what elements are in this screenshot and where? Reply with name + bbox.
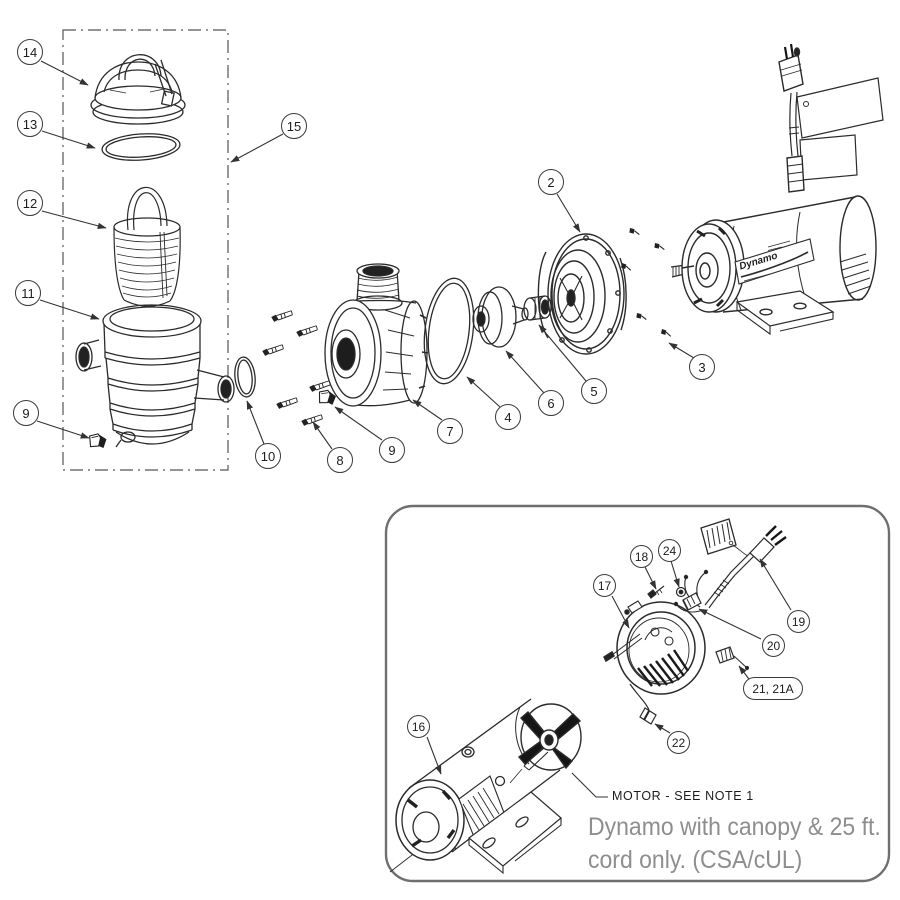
strainer-pot-drawing	[75, 304, 235, 448]
leader-20	[698, 608, 762, 640]
callout-21-21a: 21, 21A	[743, 677, 803, 700]
strainer-assembly-boundary-box	[62, 29, 229, 471]
callout-10: 10	[255, 443, 281, 469]
callout-6: 6	[538, 390, 564, 416]
inset-caption-line2: cord only. (CSA/cUL)	[588, 846, 803, 874]
wire-connector-drawing	[629, 683, 657, 725]
shaft-seal-drawing	[523, 295, 552, 321]
pump-housing-drawing	[324, 263, 429, 407]
inset-motor-drawing	[389, 698, 562, 875]
leader-6	[505, 350, 545, 394]
nut-drawing	[675, 586, 687, 598]
motor-note-label: MOTOR - SEE NOTE 1	[612, 789, 754, 803]
leader-9-left	[36, 420, 90, 439]
leader-10	[246, 400, 265, 445]
leader-motor-note	[571, 772, 608, 798]
inset-canopy-drawing	[603, 600, 706, 695]
motor-drawing	[681, 43, 884, 336]
housing-oring-drawing	[423, 277, 475, 385]
leader-2	[556, 193, 581, 233]
leader-13	[41, 130, 96, 149]
cord-clamp-drawing	[682, 592, 702, 611]
leader-7	[412, 399, 443, 421]
canopy-screw-drawing	[647, 585, 665, 599]
callout-20: 20	[762, 634, 785, 657]
lid-drawing	[90, 54, 186, 125]
callout-24: 24	[658, 539, 681, 562]
leader-19	[759, 558, 792, 611]
motor-bolts-drawing	[619, 226, 673, 339]
leader-11	[39, 299, 100, 320]
lid-oring-drawing	[101, 133, 181, 161]
leader-lines	[36, 60, 792, 798]
callout-22: 22	[667, 731, 690, 754]
leader-3	[668, 342, 695, 359]
callout-7: 7	[437, 418, 463, 444]
leader-14	[40, 60, 89, 86]
callout-15: 15	[281, 113, 307, 139]
leader-8	[312, 421, 333, 450]
callout-16: 16	[407, 715, 430, 738]
callout-13: 13	[17, 111, 43, 137]
callout-14: 14	[17, 39, 43, 65]
callout-11: 11	[15, 280, 41, 306]
leader-9-mid	[334, 406, 383, 441]
small-oring-drawing	[234, 356, 256, 398]
housing-bolts-drawing	[261, 310, 332, 427]
leader-4	[466, 376, 501, 408]
inset-small-parts-drawing	[629, 585, 750, 725]
drain-plug-left-drawing	[88, 432, 108, 449]
impeller-drawing	[472, 286, 529, 348]
strain-relief-drawing	[715, 646, 750, 671]
callout-17: 17	[593, 574, 616, 597]
leader-18	[644, 566, 657, 590]
callout-19: 19	[787, 610, 810, 633]
leader-5	[538, 324, 587, 382]
motor-tag-2	[799, 134, 858, 181]
callout-2: 2	[538, 169, 564, 195]
inset-caption: Dynamo with canopy & 25 ft. cord only. (…	[588, 811, 881, 877]
callout-9-left: 9	[13, 400, 39, 426]
callout-4: 4	[495, 404, 521, 430]
leader-17	[611, 595, 630, 629]
leader-15	[230, 133, 284, 163]
leader-12	[41, 210, 107, 229]
seal-plate-drawing	[537, 233, 627, 355]
leader-21	[738, 665, 750, 680]
inset-fan-drawing	[509, 703, 582, 784]
inset-caption-line1: Dynamo with canopy & 25 ft.	[588, 813, 881, 841]
callout-18: 18	[630, 545, 653, 568]
callout-12: 12	[17, 190, 43, 216]
leader-22	[654, 723, 671, 734]
strainer-basket-drawing	[113, 186, 181, 307]
motor-tag-1	[796, 77, 884, 139]
leader-24	[670, 560, 680, 588]
inset-box	[384, 504, 891, 883]
callout-5: 5	[581, 378, 607, 404]
callout-3: 3	[689, 354, 715, 380]
leader-16	[426, 736, 442, 775]
power-cord-drawing	[778, 43, 805, 193]
inset-cord-drawing	[673, 518, 787, 613]
callout-8: 8	[327, 447, 353, 473]
callout-9-mid: 9	[379, 437, 405, 463]
